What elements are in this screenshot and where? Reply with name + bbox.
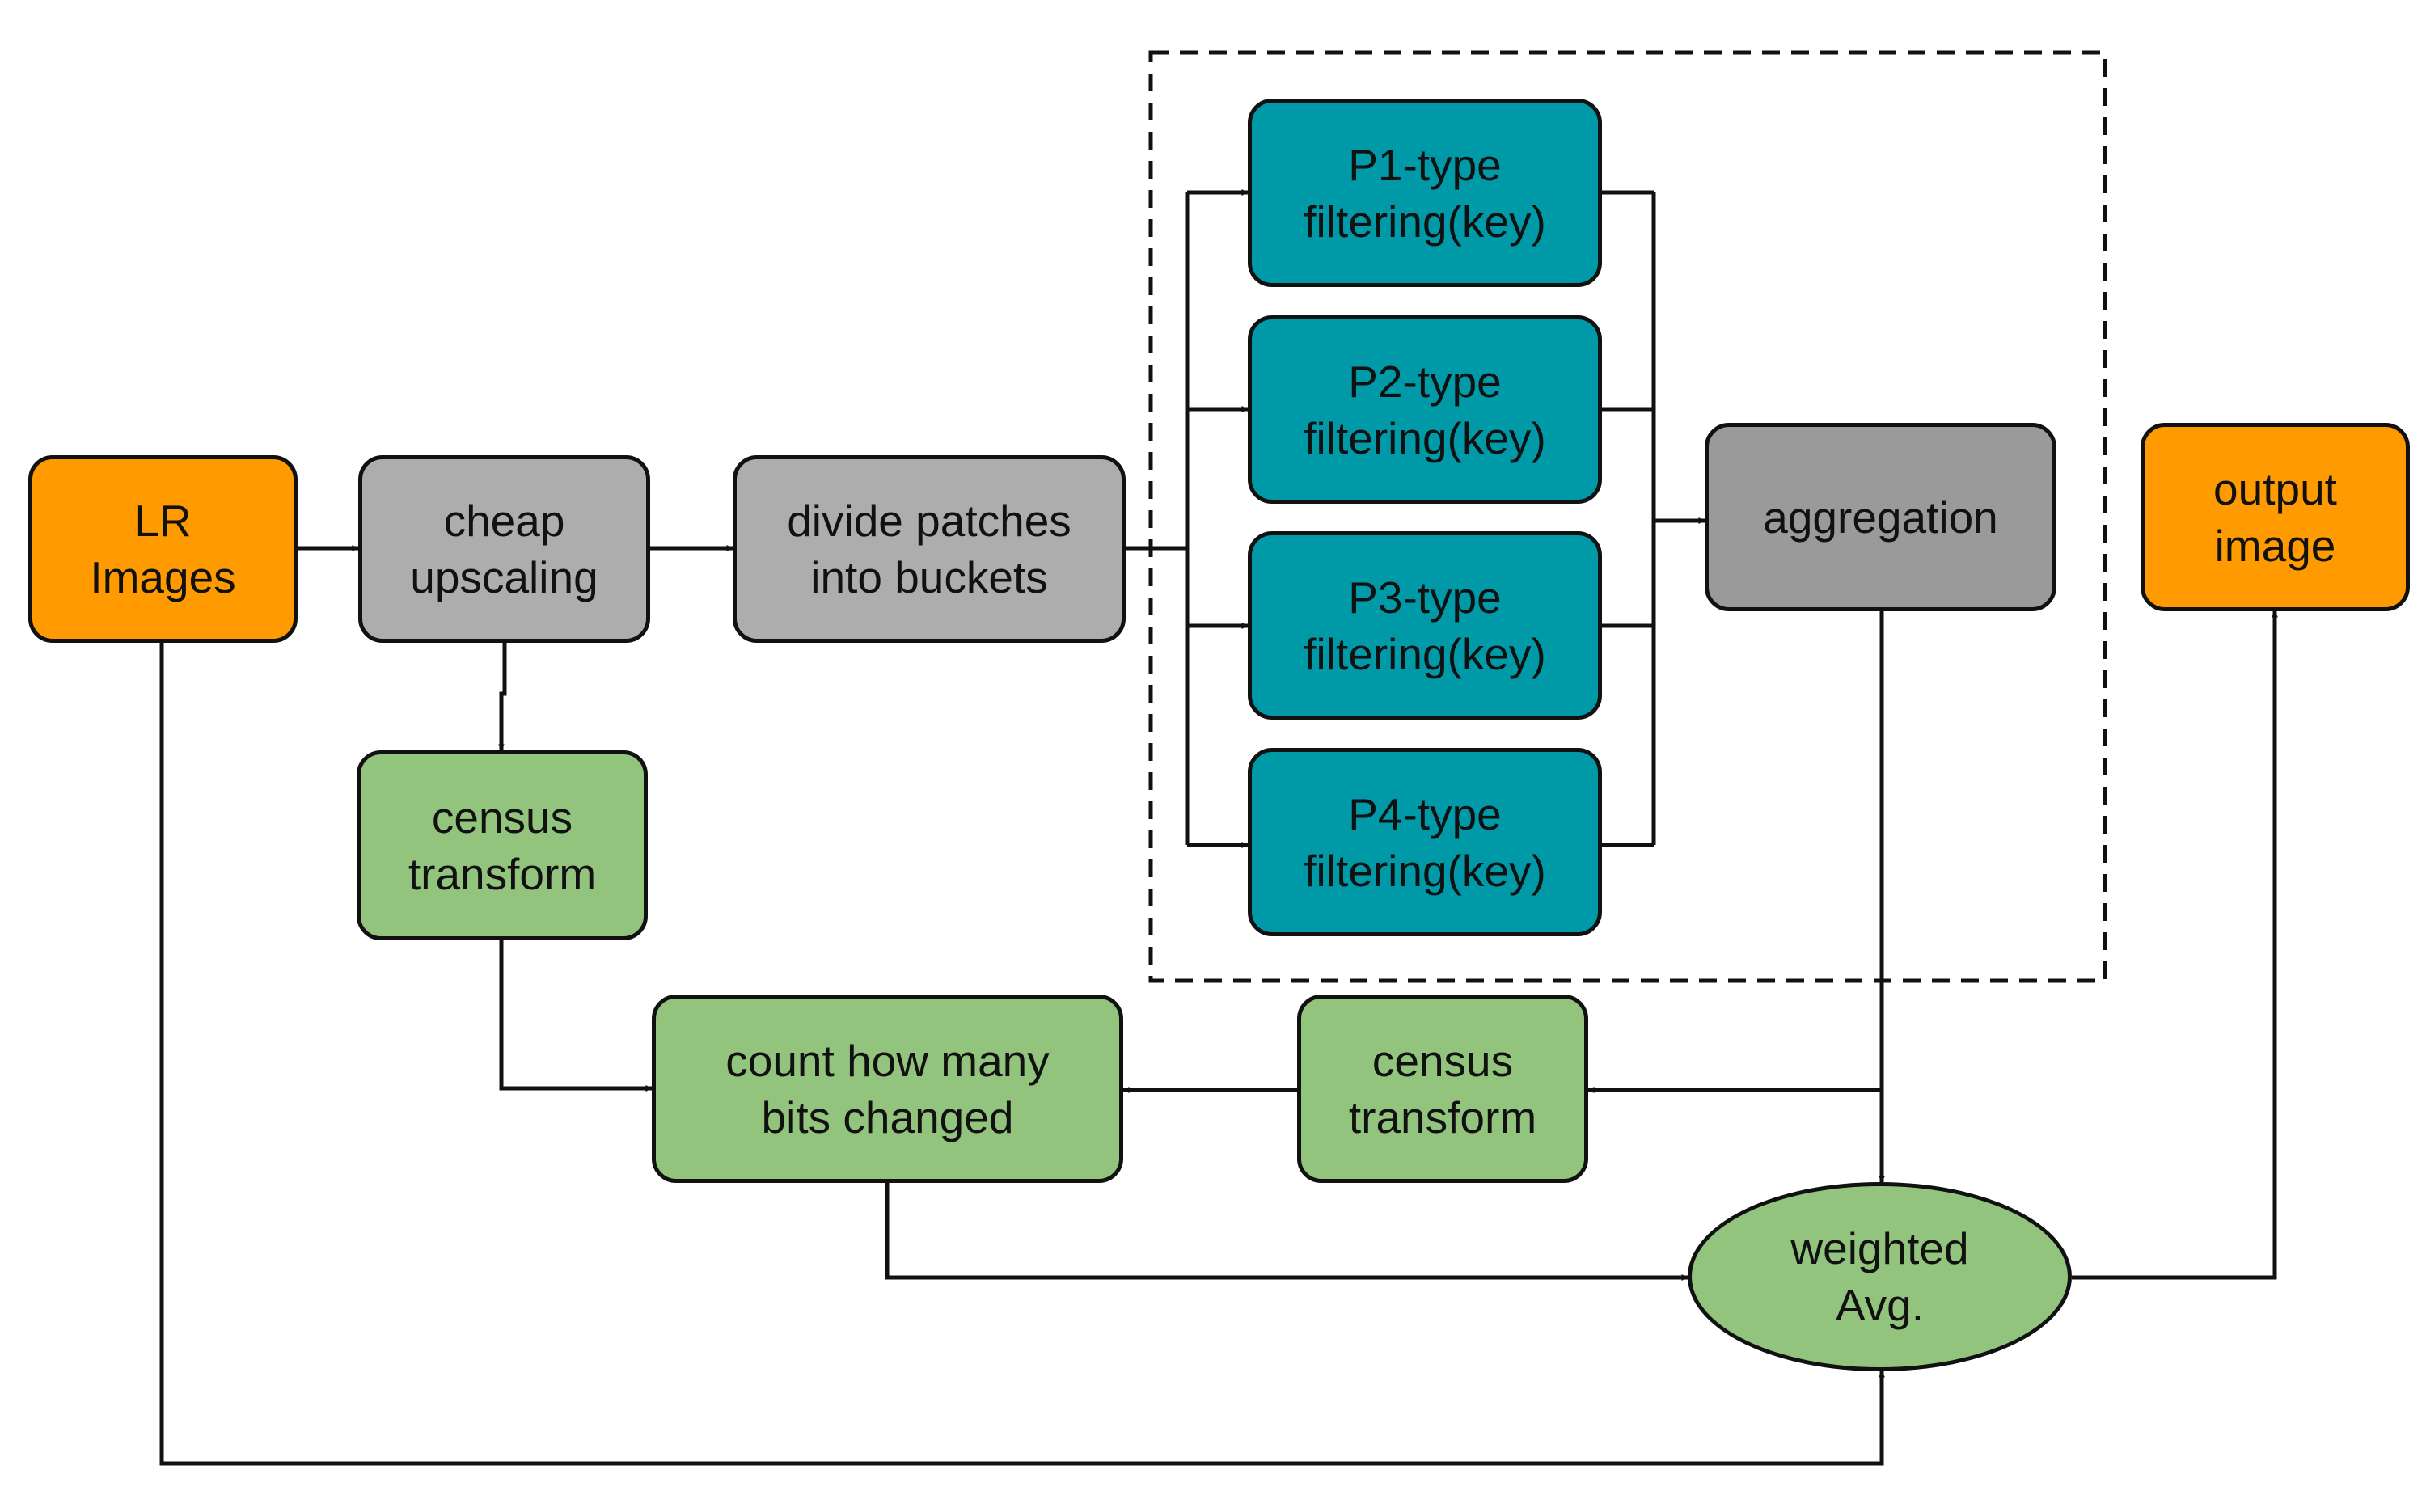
cheap-upscaling-label-line1: cheap [443,496,565,546]
p1-label-line2: filtering(key) [1304,196,1546,247]
p3-label-line2: filtering(key) [1304,628,1546,679]
weighted-avg-label-line1: weighted [1790,1223,1969,1273]
p4-filter-node: P4-type filtering(key) [1248,748,1602,936]
p3-label-line1: P3-type [1348,572,1502,623]
count-bits-label-line2: bits changed [761,1092,1014,1142]
lr-to-weighted-connector [159,643,1885,1466]
p1-label-line1: P1-type [1348,139,1502,190]
p4-label-line1: P4-type [1348,788,1502,839]
lr-images-label-line1: LR [134,496,192,546]
filter-group-frame [1148,50,2107,983]
weighted-to-output-connector [2072,610,2278,1280]
divide-patches-node: divide patches into buckets [733,455,1126,643]
count-to-weighted-connector [885,1183,1688,1281]
aggregation-label: aggregation [1763,492,1998,543]
census-left-label-line1: census [431,792,573,843]
weighted-avg-label-line2: Avg. [1835,1280,1925,1330]
census-left-to-count-connector [499,940,653,1092]
divide-patches-label-line2: into buckets [810,552,1048,602]
census-right-label-line1: census [1371,1035,1514,1086]
output-image-node: output image [2141,423,2410,611]
upscaling-to-census-connector [498,643,507,751]
count-bits-label-line1: count how many [725,1035,1050,1086]
divide-patches-label-line1: divide patches [787,496,1071,546]
cheap-upscaling-node: cheap upscaling [358,455,650,643]
output-image-label-line1: output [2213,463,2337,514]
p1-filter-node: P1-type filtering(key) [1248,99,1602,287]
lr-images-label-line2: Images [90,552,236,602]
aggregation-node: aggregation [1705,423,2056,611]
census-right-label-line2: transform [1348,1092,1537,1142]
p2-label-line2: filtering(key) [1304,412,1546,463]
p4-label-line2: filtering(key) [1304,845,1546,896]
cheap-upscaling-label-line2: upscaling [410,552,598,602]
census-transform-right-node: census transform [1297,995,1588,1183]
lr-images-node: LR Images [28,455,298,643]
p2-label-line1: P2-type [1348,356,1502,407]
output-image-label-line2: image [2214,520,2336,571]
census-left-label-line2: transform [408,848,597,899]
count-bits-node: count how many bits changed [652,995,1123,1183]
